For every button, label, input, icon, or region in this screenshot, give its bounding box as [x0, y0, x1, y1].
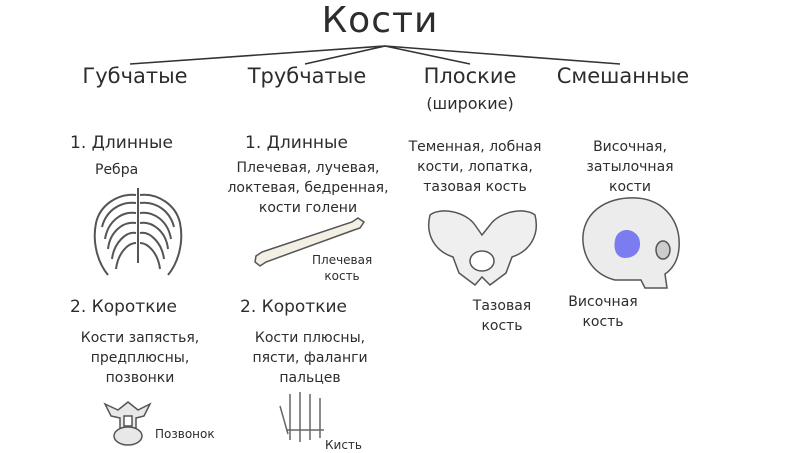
vertebra-caption: Позвонок [155, 427, 215, 441]
tubular-long-heading: 1. Длинные [245, 133, 348, 153]
category-mixed: Смешанные [556, 64, 690, 88]
skull-illustration [582, 197, 680, 289]
spongy-short-examples: Кости запястья, предплюсны, позвонки [80, 330, 200, 386]
hand-illustration [279, 392, 324, 442]
mixed-examples: Височная, затылочная кости [586, 139, 674, 195]
humerus-caption: Плечевая кость [312, 253, 373, 283]
hand-caption: Кисть [325, 438, 362, 452]
vertebra-illustration [103, 401, 152, 446]
pelvis-illustration [428, 210, 537, 287]
category-flat-note: (широкие) [426, 94, 514, 113]
pelvis-caption: Тазовая кость [472, 298, 532, 334]
humerus-illustration [254, 217, 366, 267]
tubular-short-heading: 2. Короткие [240, 297, 347, 317]
category-tubular: Трубчатые [247, 64, 367, 88]
category-flat: Плоские [423, 64, 517, 88]
temporal-caption: Височная кость [568, 294, 638, 330]
category-spongy: Губчатые [82, 64, 188, 88]
flat-examples: Теменная, лобная кости, лопатка, тазовая… [408, 139, 542, 195]
spongy-short-heading: 2. Короткие [70, 297, 177, 317]
spongy-long-heading: 1. Длинные [70, 133, 173, 153]
spongy-long-example: Ребра [95, 162, 139, 178]
diagram-title: Кости [321, 0, 439, 41]
tubular-long-examples: Плечевая, лучевая, локтевая, бедренная, … [227, 160, 389, 216]
tubular-short-examples: Кости плюсны, пясти, фаланги пальцев [252, 330, 368, 386]
ribcage-illustration [93, 188, 183, 276]
